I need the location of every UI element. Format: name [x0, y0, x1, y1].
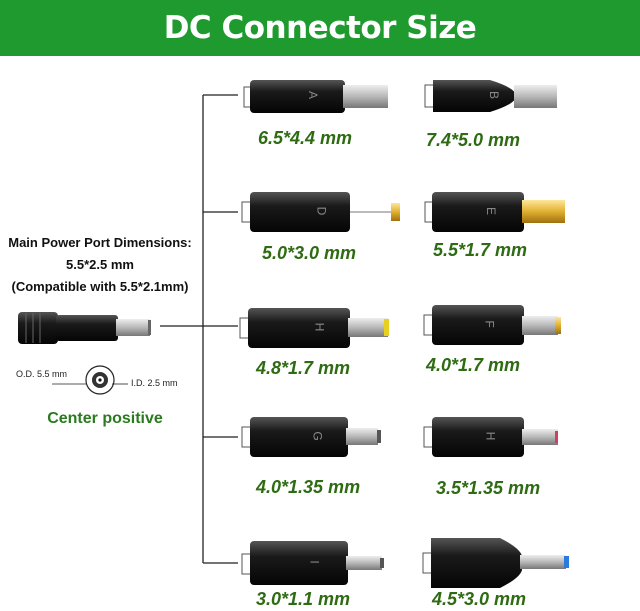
size-label-j: 4.5*3.0 mm [432, 589, 527, 609]
size-label-h2: 3.5*1.35 mm [436, 478, 541, 498]
tip-i-letter: I [307, 560, 322, 564]
size-label-e: 5.5*1.7 mm [433, 240, 528, 260]
size-label-a: 6.5*4.4 mm [258, 128, 353, 148]
plug-end-view-diagram [52, 365, 128, 395]
tip-e-letter: E [484, 206, 499, 216]
size-label-f: 4.0*1.7 mm [426, 355, 521, 375]
tip-h2-letter: H [483, 431, 498, 441]
tip-h2-image [423, 417, 558, 457]
tip-e-image [424, 192, 565, 232]
page-title: DC Connector Size [163, 10, 477, 46]
tip-d-letter: D [314, 206, 329, 216]
size-label-g: 4.0*1.35 mm [256, 477, 361, 497]
size-label-d: 5.0*3.0 mm [262, 243, 357, 263]
size-label-i: 3.0*1.1 mm [256, 589, 351, 609]
tip-h-letter: H [312, 322, 327, 332]
tip-h-image [239, 308, 389, 348]
main-port-compat: (Compatible with 5.5*2.1mm) [11, 279, 189, 294]
outer-diameter-label: O.D. 5.5 mm [16, 369, 68, 379]
size-label-b: 7.4*5.0 mm [426, 130, 521, 150]
main-port-description: Main Power Port Dimensions: 5.5*2.5 mm (… [0, 232, 200, 298]
tip-g-image [241, 417, 381, 457]
tip-b-letter: B [487, 90, 502, 100]
title-banner: DC Connector Size [0, 0, 640, 56]
bracket-lines [160, 94, 238, 564]
main-port-heading: Main Power Port Dimensions: [8, 235, 192, 250]
tip-a-letter: A [306, 90, 321, 100]
tip-a-image [243, 80, 388, 113]
tip-f-image [423, 305, 561, 345]
tip-g-letter: G [310, 431, 325, 441]
size-label-h: 4.8*1.7 mm [256, 358, 351, 378]
inner-diameter-label: I.D. 2.5 mm [131, 378, 178, 388]
tip-i-image [241, 541, 384, 585]
tip-d-image [241, 192, 400, 232]
tip-j-image [422, 538, 569, 588]
tip-b-image [424, 80, 557, 112]
tip-f-letter: F [482, 320, 497, 328]
main-plug-image [18, 312, 151, 344]
polarity-label: Center positive [47, 410, 163, 427]
main-port-size: 5.5*2.5 mm [66, 257, 134, 272]
